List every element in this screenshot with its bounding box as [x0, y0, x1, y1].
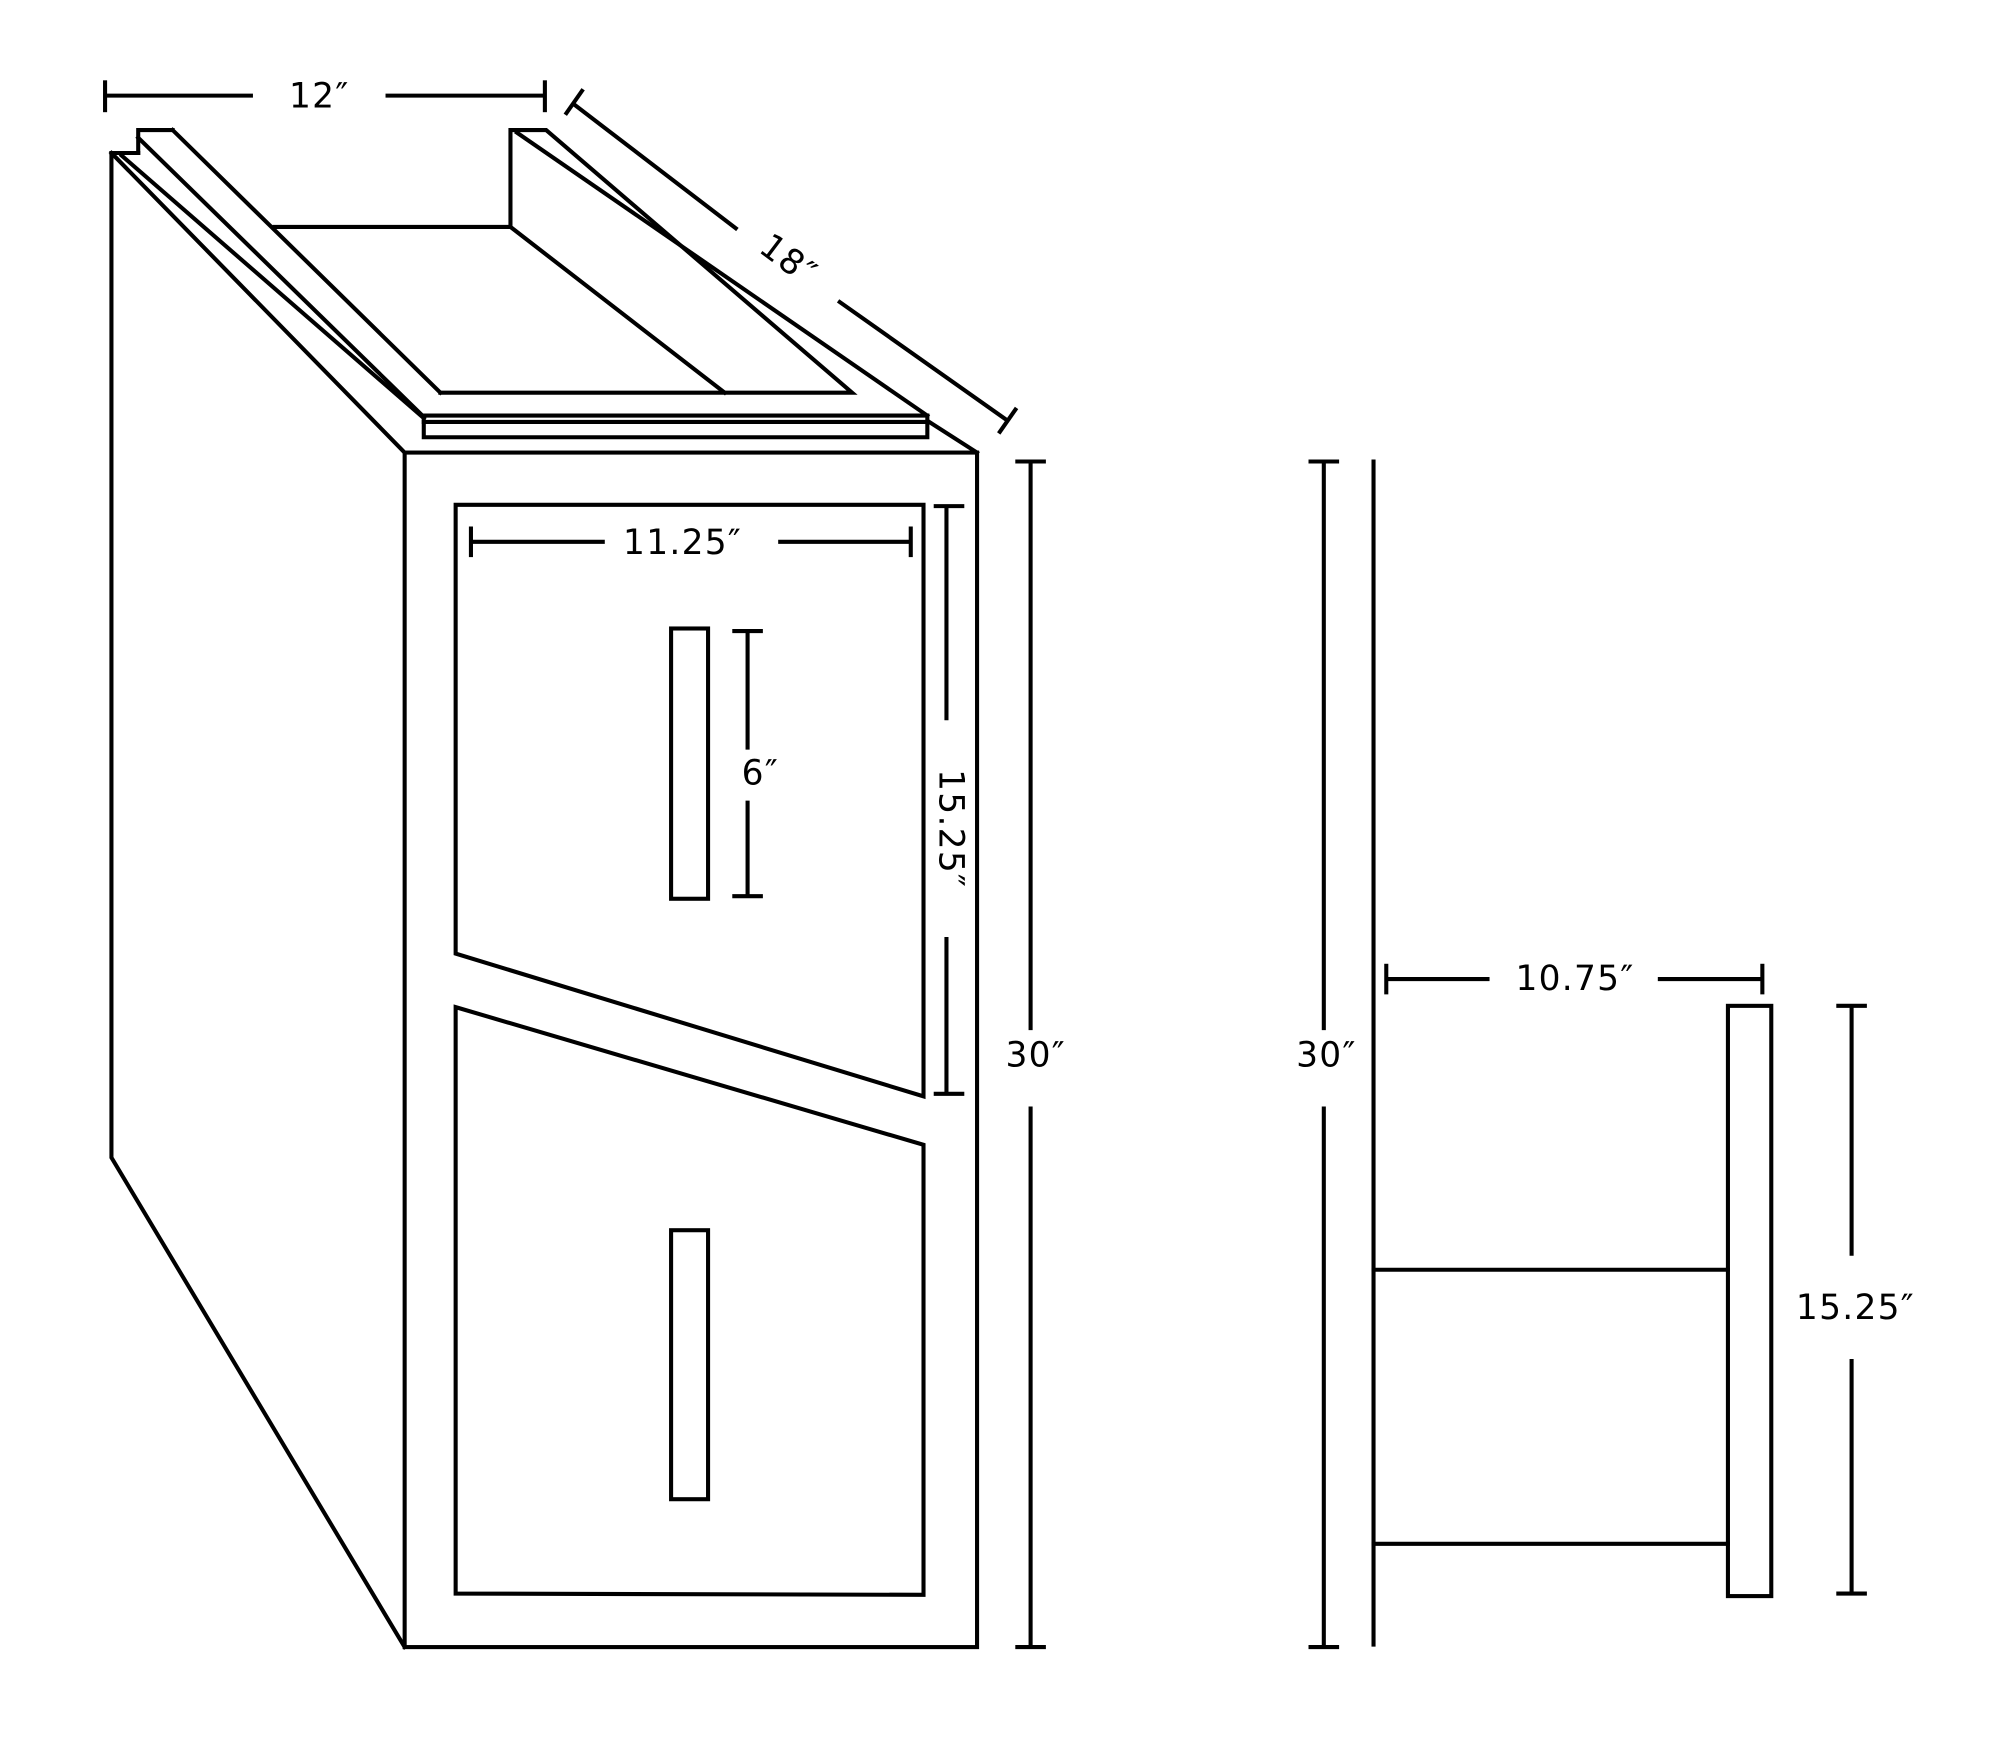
upper-drawer-handle	[669, 626, 711, 901]
cabinet-side-view	[1371, 459, 1774, 1647]
dimension-handle-length: 6″	[732, 629, 779, 899]
cabinet-top-molding	[118, 127, 980, 456]
dimension-total-height-front: 30″	[1005, 459, 1065, 1650]
side-view-drawer-front	[1725, 1003, 1774, 1599]
dimension-top-width: 12″	[103, 77, 547, 117]
cabinet-front-face	[402, 450, 980, 1650]
dimension-drawer-width: 11.25″	[468, 523, 913, 563]
cabinet-isometric-view	[108, 127, 980, 1650]
dimension-label: 15.25″	[931, 769, 971, 888]
dimension-label: 30″	[1296, 1035, 1356, 1075]
dimension-drawer-height-front: 15.25″	[931, 504, 971, 1096]
lower-drawer-front	[453, 1004, 926, 1597]
dimension-drawer-height-side: 15.25″	[1796, 1003, 1915, 1596]
dimension-total-height-side: 30″	[1296, 459, 1356, 1650]
cabinet-side-panel	[108, 150, 408, 1650]
dimension-label: 30″	[1005, 1035, 1065, 1075]
dimension-label: 12″	[289, 77, 349, 117]
dimension-label: 15.25″	[1796, 1288, 1915, 1328]
dimension-depth: 18″	[563, 88, 1019, 435]
dimension-label: 10.75″	[1515, 959, 1634, 999]
upper-drawer-front	[453, 502, 926, 1100]
dimension-side-drawer-depth: 10.75″	[1384, 959, 1765, 999]
dimension-label: 11.25″	[623, 523, 742, 563]
dimension-label: 18″	[752, 226, 824, 294]
dimension-label: 6″	[742, 754, 779, 794]
lower-drawer-handle	[669, 1228, 711, 1502]
